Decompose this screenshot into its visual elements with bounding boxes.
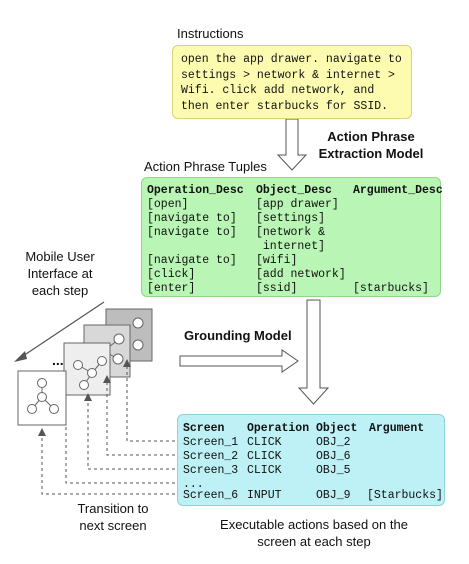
tuples-table: Operation_Desc Object_Desc Argument_Desc…: [141, 177, 443, 297]
ui-pointer-arrowhead: [14, 351, 27, 362]
results-header-argument: Argument: [369, 422, 425, 435]
transition-arrowheads: [38, 359, 131, 436]
result-screen: Screen_2: [183, 450, 239, 463]
mobile-ui-line2: Interface at: [27, 266, 93, 281]
tuple-arg: [starbucks]: [353, 282, 429, 295]
transition-label: Transition to next screen: [58, 500, 168, 534]
transition-connectors: [41, 363, 181, 495]
instructions-label: Instructions: [177, 26, 244, 41]
result-object: OBJ_2: [316, 436, 351, 449]
tuple-op: [navigate to]: [147, 226, 237, 239]
tuple-op: [navigate to]: [147, 254, 237, 267]
result-operation: CLICK: [247, 436, 282, 449]
results-header-screen: Screen: [183, 422, 225, 435]
grounding-model-label: Grounding Model: [184, 328, 292, 343]
result-screen: ...: [183, 478, 204, 491]
extraction-model-label: Action Phrase Extraction Model: [306, 128, 436, 162]
result-screen: Screen_3: [183, 464, 239, 477]
executable-caption-line2: screen at each step: [257, 534, 371, 549]
tuple-obj: internet]: [256, 240, 326, 253]
tuple-obj: [app drawer]: [256, 198, 339, 211]
tuple-obj: [wifi]: [256, 254, 298, 267]
tuple-obj: [add network]: [256, 268, 346, 281]
instructions-text: open the app drawer. navigate to setting…: [181, 53, 402, 113]
result-screen: Screen_6: [183, 489, 239, 502]
grounding-down-arrow: [297, 299, 330, 405]
tuple-op: [navigate to]: [147, 212, 237, 225]
ui-pointer-line: [19, 301, 105, 359]
tuples-label: Action Phrase Tuples: [144, 159, 267, 174]
tuples-header-argument: Argument_Desc: [353, 184, 443, 197]
screen-card-1: [63, 342, 111, 396]
result-argument: [Starbucks]: [367, 489, 443, 502]
tuple-op: [open]: [147, 198, 189, 211]
result-operation: CLICK: [247, 450, 282, 463]
tuple-obj: [ssid]: [256, 282, 298, 295]
results-table: Screen Operation Object Argument Screen_…: [177, 414, 445, 506]
instructions-box: open the app drawer. navigate to setting…: [172, 45, 412, 119]
tuples-header-operation: Operation_Desc: [147, 184, 244, 197]
mobile-ui-line3: each step: [31, 283, 89, 298]
screens-ellipsis: ...: [52, 352, 64, 368]
transition-line1: Transition to: [77, 501, 149, 516]
results-header-object: Object: [316, 422, 358, 435]
tuples-header-object: Object_Desc: [256, 184, 332, 197]
result-object: OBJ_6: [316, 450, 351, 463]
executable-caption-line1: Executable actions based on the: [220, 517, 408, 532]
tuple-obj: [network &: [256, 226, 326, 239]
extraction-model-line2: Extraction Model: [318, 146, 424, 161]
tuple-obj: [settings]: [256, 212, 326, 225]
executable-caption: Executable actions based on the screen a…: [196, 516, 432, 550]
transition-line2: next screen: [79, 518, 147, 533]
extraction-arrow: [276, 118, 308, 171]
result-screen: Screen_1: [183, 436, 239, 449]
result-object: OBJ_5: [316, 464, 351, 477]
tuple-op: [enter]: [147, 282, 196, 295]
results-header-operation: Operation: [247, 422, 310, 435]
result-object: OBJ_9: [316, 489, 351, 502]
result-operation: INPUT: [247, 489, 282, 502]
tuple-op: [click]: [147, 268, 196, 281]
result-operation: CLICK: [247, 464, 282, 477]
grounding-right-arrow: [179, 349, 299, 373]
screen-card-0: [17, 370, 67, 426]
mobile-ui-line1: Mobile User: [25, 249, 95, 264]
mobile-ui-label: Mobile User Interface at each step: [10, 248, 110, 299]
extraction-model-line1: Action Phrase: [327, 129, 415, 144]
